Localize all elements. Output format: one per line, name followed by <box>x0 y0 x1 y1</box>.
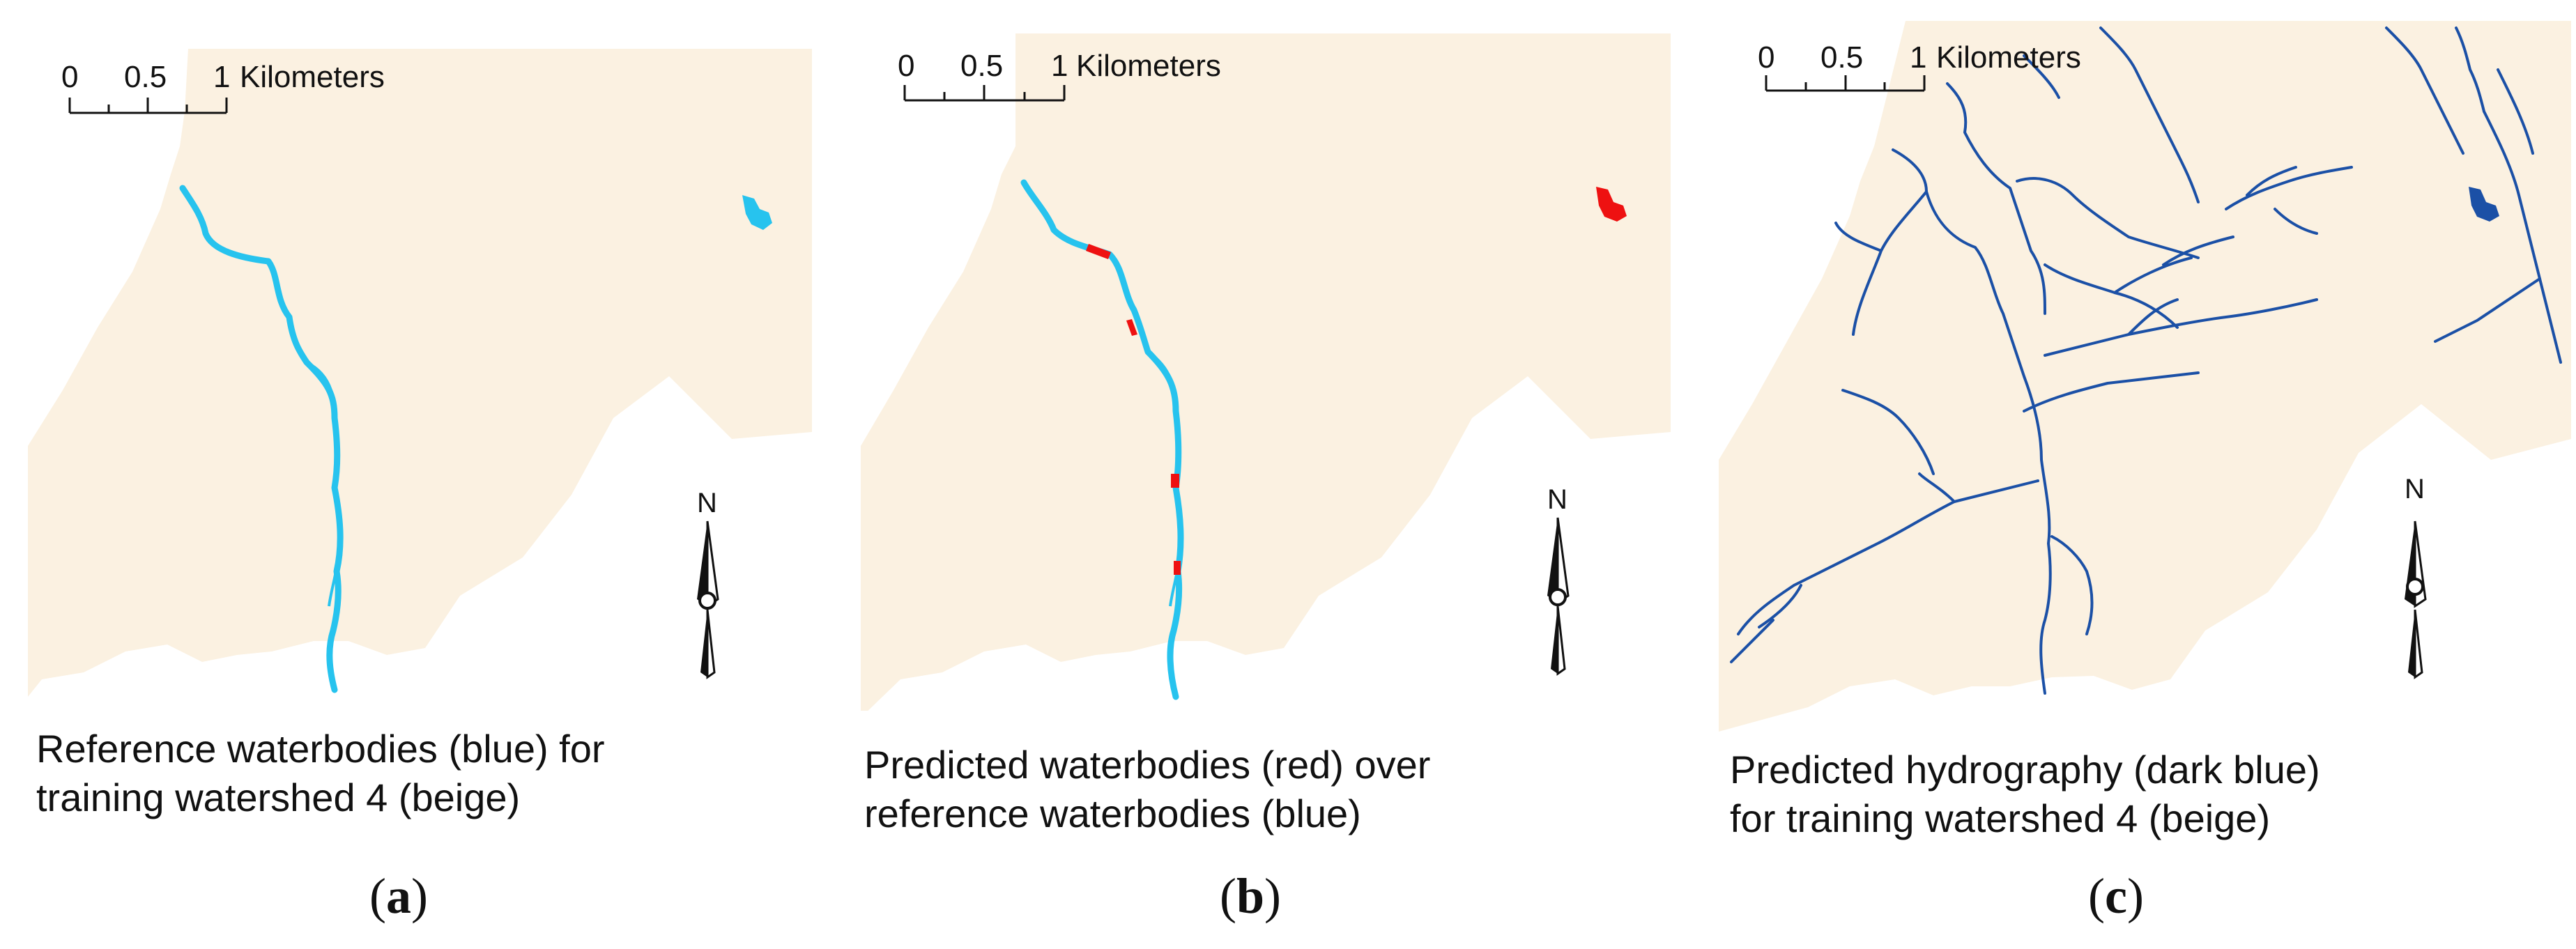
stream <box>2023 371 2200 412</box>
stream <box>2434 277 2541 343</box>
map-a <box>28 49 812 697</box>
panel-letter: b <box>1236 868 1265 924</box>
stream <box>2044 298 2318 357</box>
scale-tick-half: 0.5 <box>124 60 167 94</box>
stream <box>1841 389 1935 475</box>
scale-tick-half: 0.5 <box>1820 40 1864 75</box>
north-arrow-icon <box>2405 520 2427 679</box>
watershed-area <box>1719 21 2571 732</box>
caption-a: Reference waterbodies (blue) for trainin… <box>36 725 605 822</box>
river-channel <box>306 361 337 607</box>
stream <box>1834 190 1928 336</box>
stream <box>2044 236 2234 329</box>
lake <box>2469 187 2499 222</box>
panel-label-b: (b) <box>1220 868 1282 924</box>
watershed-area <box>28 49 812 697</box>
river-main <box>1020 179 1184 700</box>
stream <box>2483 110 2562 364</box>
lake <box>742 195 772 230</box>
north-letter: N <box>1547 484 1567 515</box>
scale-tick-0: 0 <box>61 60 79 94</box>
scale-unit: Kilometers <box>240 60 385 94</box>
predicted-segment <box>1086 244 1111 259</box>
predicted-segment <box>1174 561 1181 575</box>
caption-line: Predicted hydrography (dark blue) <box>1730 748 2320 792</box>
predicted-segment <box>1171 474 1179 488</box>
panel-label-a: (a) <box>369 868 428 924</box>
scale-tick-0: 0 <box>1758 40 1775 75</box>
panel-b: 0 0.5 1 Kilometers N Predicted waterbodi… <box>859 0 1717 949</box>
north-arrow-icon <box>697 520 719 679</box>
predicted-lake <box>1596 187 1627 222</box>
predicted-segment <box>1126 319 1137 336</box>
north-letter: N <box>697 488 717 518</box>
stream <box>2497 68 2534 155</box>
scale-tick-1: 1 <box>1051 49 1068 83</box>
stream <box>2050 535 2094 635</box>
map-b <box>861 33 1671 711</box>
north-letter: N <box>2405 474 2425 504</box>
panel-letter: a <box>385 868 411 924</box>
scale-bar <box>68 98 228 114</box>
scale-tick-0: 0 <box>898 49 915 83</box>
panel-letter: c <box>2104 868 2127 924</box>
north-arrow-icon <box>1547 517 1570 676</box>
stream <box>2023 54 2060 99</box>
caption-line: for training watershed 4 (beige) <box>1730 796 2271 840</box>
caption-line: Predicted waterbodies (red) over <box>864 743 1431 787</box>
scale-bar <box>903 85 1066 102</box>
stream <box>1946 82 2046 315</box>
stream <box>1918 472 1956 503</box>
river-main <box>179 185 344 693</box>
caption-line: training watershed 4 (beige) <box>36 776 521 819</box>
watershed-area <box>861 33 1671 711</box>
scale-bar <box>1765 75 1926 92</box>
stream <box>2099 26 2200 203</box>
scale-tick-half: 0.5 <box>960 49 1004 83</box>
scale-tick-1: 1 <box>1910 40 1927 75</box>
hydrography-network <box>1730 26 2562 695</box>
scale-unit: Kilometers <box>1076 49 1221 83</box>
stream <box>1892 148 2052 695</box>
caption-line: Reference waterbodies (blue) for <box>36 727 605 771</box>
caption-c: Predicted hydrography (dark blue) for tr… <box>1730 746 2320 843</box>
stream <box>1737 479 2039 635</box>
stream <box>1730 584 1802 663</box>
scale-unit: Kilometers <box>1936 40 2081 75</box>
stream <box>2016 177 2200 259</box>
panel-a: 0 0.5 1 Kilometers N Reference waterbodi… <box>0 0 859 949</box>
stream <box>2225 166 2353 235</box>
stream <box>2385 26 2485 155</box>
map-c <box>1719 21 2571 732</box>
caption-line: reference waterbodies (blue) <box>864 792 1361 835</box>
panel-label-c: (c) <box>2088 868 2144 924</box>
scale-tick-1: 1 <box>213 60 231 94</box>
caption-b: Predicted waterbodies (red) over referen… <box>864 741 1430 838</box>
panel-c: 0 0.5 1 Kilometers N Predicted hydrograp… <box>1717 0 2576 949</box>
